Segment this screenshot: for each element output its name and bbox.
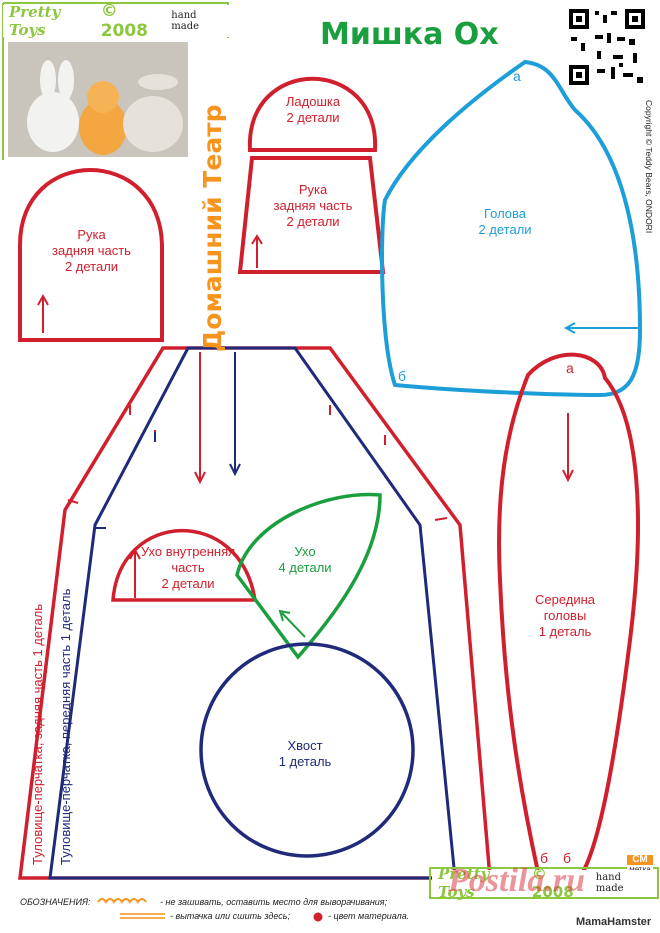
label-palm: Ладошка 2 детали (285, 94, 341, 125)
label-body-back: Туловище-перчатка, задняя часть 1 деталь (30, 603, 45, 865)
label-body-front: Туловище-перчатка, передняя часть 1 дета… (58, 588, 73, 865)
body-back-outline (18, 346, 492, 880)
label-arm-left: Рука задняя часть 2 детали (52, 227, 131, 274)
legend-item-dart: - вытачка или сшить здесь; (170, 911, 291, 921)
watermark-user: MamaHamster (576, 916, 652, 928)
head-middle-arrow (562, 413, 574, 483)
ear-arrow (278, 609, 306, 638)
point-b-head: б (398, 368, 407, 384)
head-arrow (563, 322, 640, 334)
tail-outline (199, 642, 415, 858)
head-outline (380, 59, 643, 398)
stamp-line1: СМ (632, 854, 648, 865)
qr-code (567, 7, 647, 87)
point-b-middle-right: б (563, 850, 572, 866)
notch-marks (67, 405, 448, 521)
legend-heading: ОБОЗНАЧЕНИЯ: (20, 897, 91, 907)
brand-name: Pretty Toys (9, 3, 61, 39)
legend-item-stitch: - не зашивать, оставить место для вывора… (160, 897, 388, 907)
arm-left-outline (18, 168, 164, 342)
point-b-middle-left: б (540, 850, 549, 866)
legend-color-dot (313, 912, 323, 922)
body-front-arrow (229, 352, 241, 477)
legend-stitch-symbol (97, 898, 147, 904)
brand-year: © 2008 (100, 1, 149, 41)
footer-brand-name: Pretty Toys (438, 865, 490, 901)
footer-brand: Pretty Toys © 2008 hand made (432, 865, 656, 901)
label-head: Голова 2 детали (478, 206, 532, 237)
footer-brand-tagline: hand made (595, 872, 624, 894)
header-brand: Pretty Toys © 2008 hand made (3, 1, 229, 41)
body-back-arrow (194, 352, 206, 485)
vertical-title: Домашний Театр (198, 104, 227, 352)
watermark-site: Postila.ru (448, 862, 585, 899)
head-middle-outline (497, 352, 640, 874)
ear-outline (235, 492, 382, 660)
legend-dart-symbol (120, 913, 165, 919)
arm-left-arrow (37, 293, 49, 333)
label-arm-small: Рука задняя часть 2 детали (273, 182, 353, 229)
palm-outline (247, 76, 378, 152)
legend-item-color: - цвет материала. (328, 911, 410, 921)
notch-marks-front (96, 432, 156, 529)
page-title: Мишка Ох (320, 17, 499, 52)
point-a-head: а (513, 68, 521, 84)
label-head-middle: Середина головы 1 деталь (534, 592, 596, 639)
footer-brand-frame (429, 867, 659, 899)
brand-tagline: hand made (171, 10, 200, 32)
body-front-outline (48, 346, 457, 880)
toy-photo-illustration (8, 42, 188, 157)
ear-inner-arrow (129, 547, 141, 598)
footer-brand-year: © 2008 (531, 865, 574, 901)
label-tail: Хвост 1 деталь (278, 738, 332, 769)
copyright-notice: Copyright © Teddy Bears, ONDORI (644, 100, 654, 234)
arm-small-arrow (251, 234, 263, 268)
point-a-middle: а (566, 360, 574, 376)
label-ear-inner: Ухо внутренняя часть 2 детали (140, 544, 236, 591)
ear-inner-outline (111, 528, 258, 602)
label-ear: Ухо 4 детали (278, 544, 332, 575)
toy-photo (8, 42, 188, 157)
qr-code-icon (567, 7, 647, 87)
